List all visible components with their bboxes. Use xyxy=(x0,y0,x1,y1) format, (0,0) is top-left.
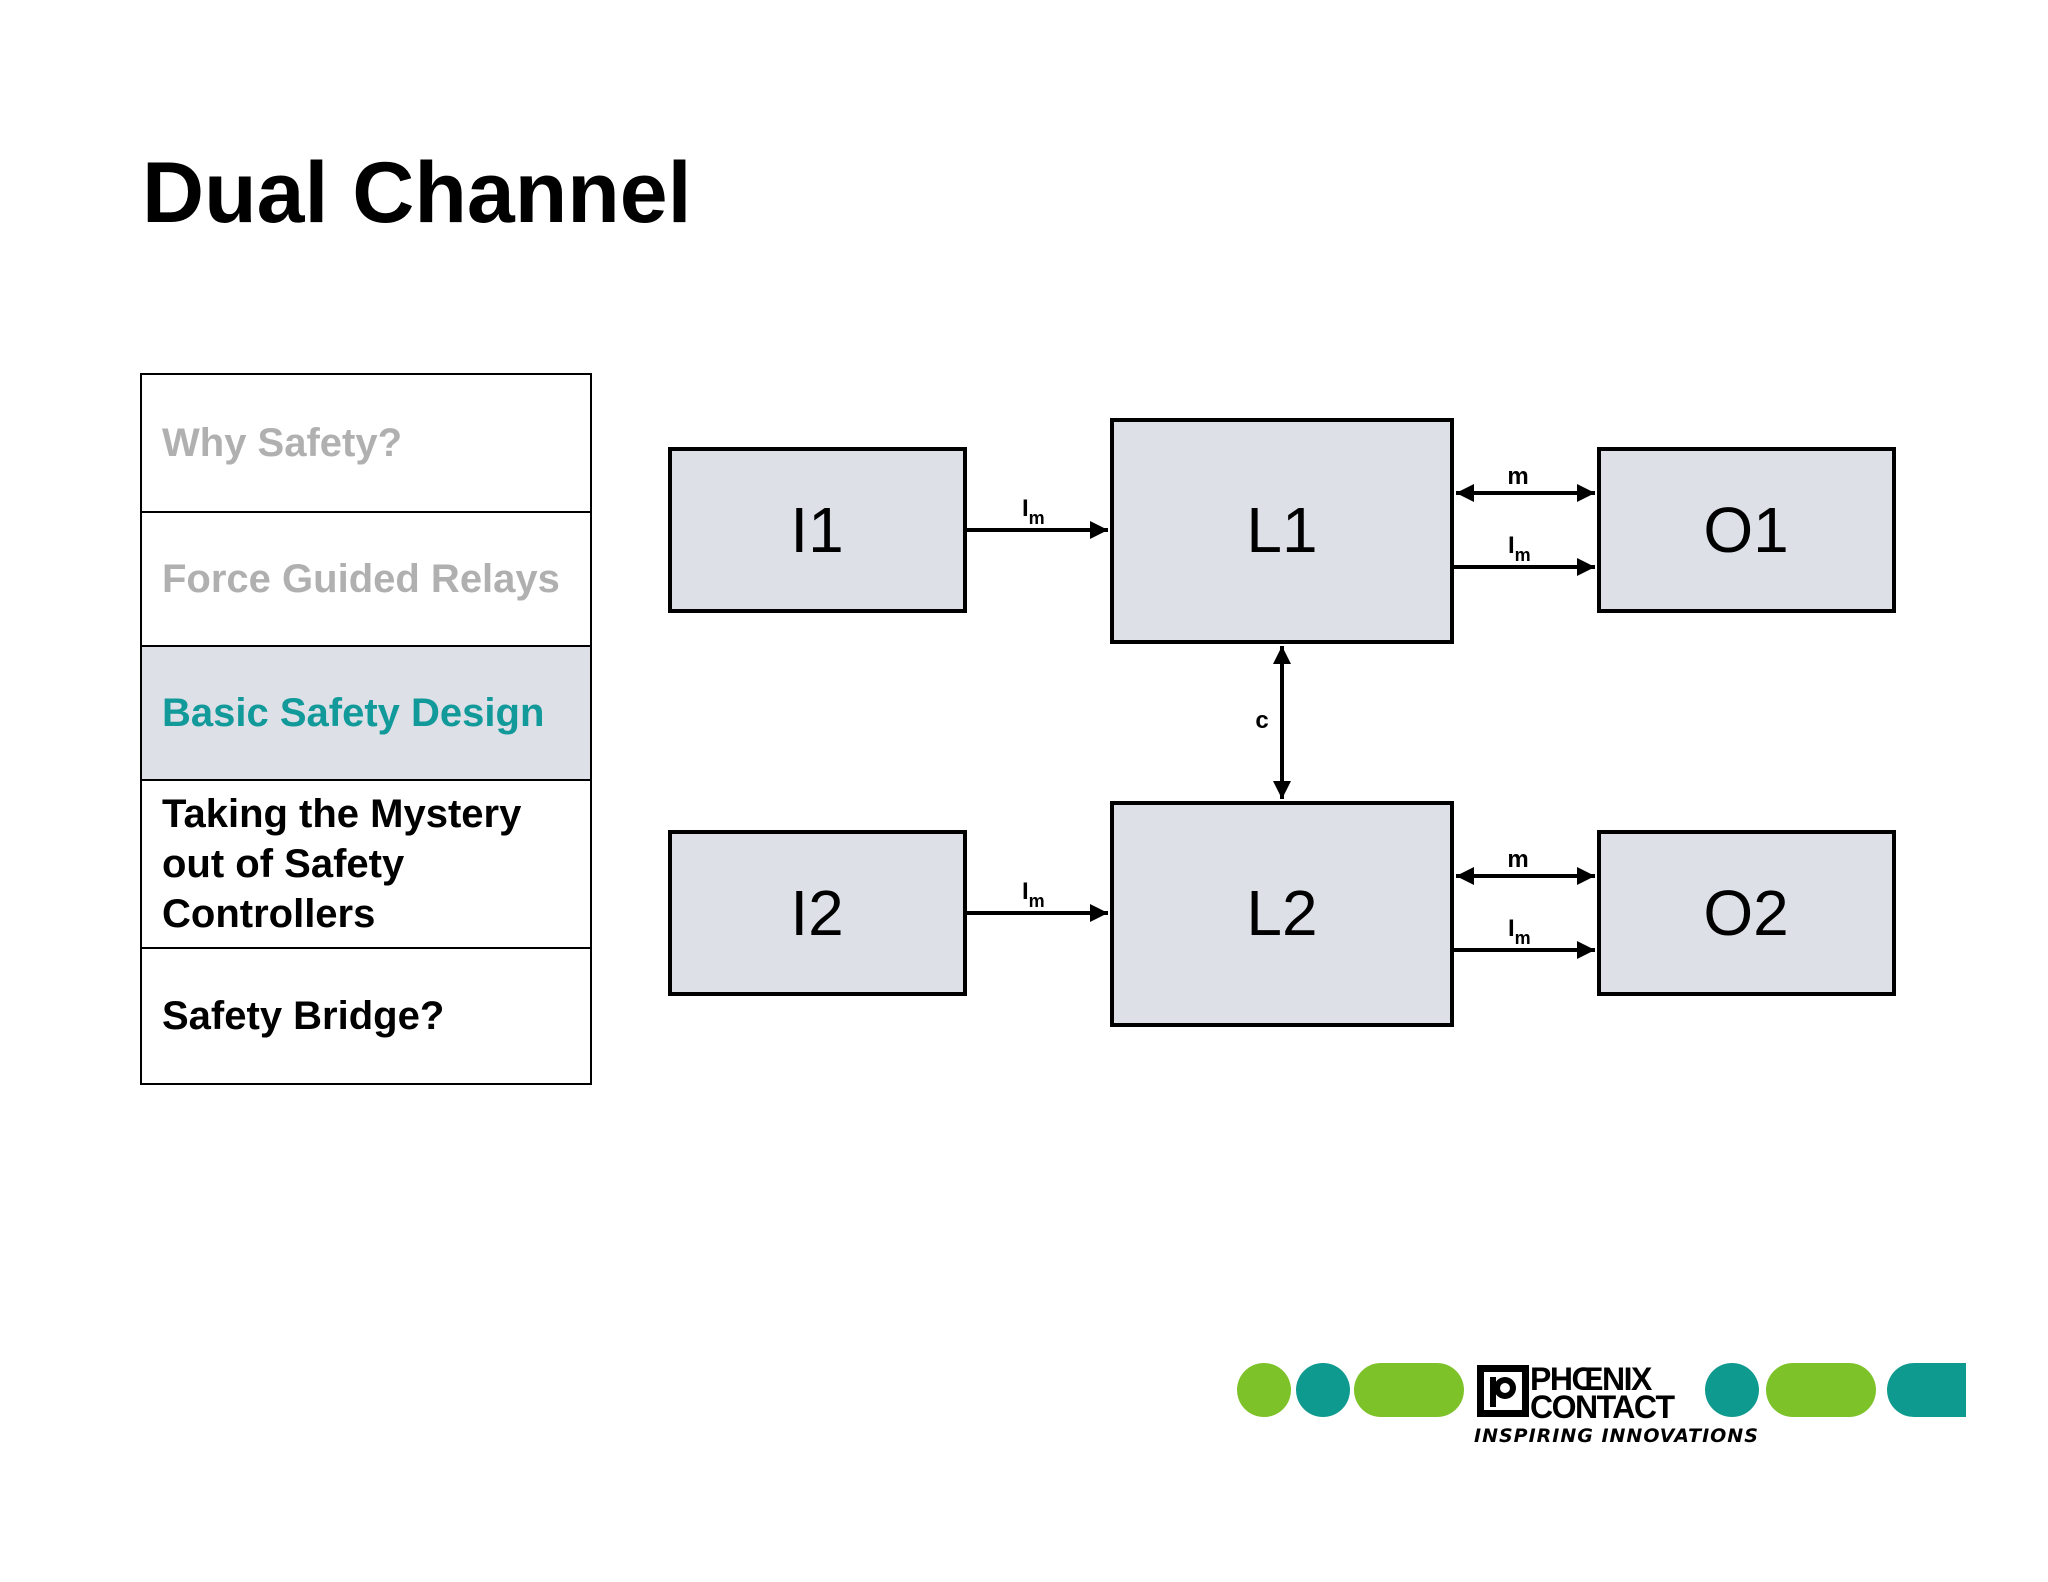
agenda-item-force-guided-relays[interactable]: Force Guided Relays xyxy=(142,513,590,647)
block-l1-label: L1 xyxy=(1246,494,1317,566)
phoenix-contact-logo: PHŒNIX CONTACT xyxy=(1237,1361,1966,1425)
agenda-item-basic-safety-design[interactable]: Basic Safety Design xyxy=(142,647,590,781)
logo-dot-teal-1 xyxy=(1296,1363,1350,1417)
phoenix-contact-mark-icon xyxy=(1477,1365,1529,1417)
block-l1: L1 xyxy=(1110,418,1454,644)
block-l2: L2 xyxy=(1110,801,1454,1027)
logo-brand-line1: PHŒNIX xyxy=(1530,1361,1653,1397)
logo-dot-green-1 xyxy=(1237,1363,1291,1417)
agenda-item-why-safety[interactable]: Why Safety? xyxy=(142,375,590,513)
agenda-item-safety-controllers[interactable]: Taking the Mystery out of Safety Control… xyxy=(142,781,590,949)
block-i2-label: I2 xyxy=(790,877,843,949)
label-m-l2-o2: m xyxy=(1507,846,1528,873)
label-im-l2-o2: Im xyxy=(1508,915,1531,948)
label-m-l1-o1: m xyxy=(1507,463,1528,490)
logo-brand-line2: CONTACT xyxy=(1530,1389,1676,1425)
logo-pill-teal-cut xyxy=(1887,1363,1966,1417)
agenda-list: Why Safety? Force Guided Relays Basic Sa… xyxy=(140,373,592,1085)
label-im-l1-o1: Im xyxy=(1508,532,1531,565)
block-i1-label: I1 xyxy=(790,494,843,566)
block-o2-label: O2 xyxy=(1703,877,1788,949)
agenda-item-safety-bridge[interactable]: Safety Bridge? xyxy=(162,994,445,1038)
label-im-i1-l1: Im xyxy=(1022,495,1045,528)
slide-title: Dual Channel xyxy=(142,145,692,241)
block-o1: O1 xyxy=(1597,447,1896,613)
logo-pill-green-2 xyxy=(1766,1363,1876,1417)
block-i1: I1 xyxy=(668,447,967,613)
logo-dot-teal-2 xyxy=(1705,1363,1759,1417)
logo-tagline: INSPIRING INNOVATIONS xyxy=(1474,1425,1759,1447)
logo-pill-green-1 xyxy=(1354,1363,1464,1417)
block-i2: I2 xyxy=(668,830,967,996)
block-o2: O2 xyxy=(1597,830,1896,996)
block-o1-label: O1 xyxy=(1703,494,1788,566)
label-im-i2-l2: Im xyxy=(1022,878,1045,911)
block-l2-label: L2 xyxy=(1246,877,1317,949)
label-c: c xyxy=(1255,707,1268,734)
